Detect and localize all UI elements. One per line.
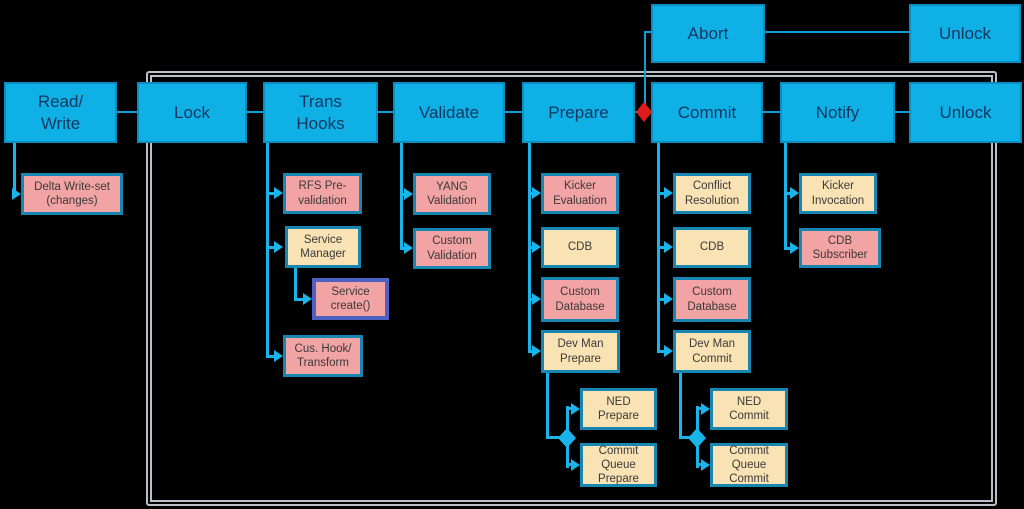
phase-box-unlock-main: Unlock [909,82,1022,143]
phase-box-notify: Notify [780,82,895,143]
arrow-right-icon-customdb-prepare [532,293,541,305]
sub-box-conflict-resolution: Conflict Resolution [673,173,751,214]
stub-transhooks-3 [266,355,276,358]
phase-box-trans-hooks: Trans Hooks [263,82,378,143]
stub-devman-commit [679,436,695,439]
arrow-right-icon-rfs [274,187,283,199]
stub-devman-prepare [546,436,562,439]
phase-box-unlock-top: Unlock [909,4,1021,63]
dropline-servicemanager [294,268,297,301]
sub-box-delta-write-set: Delta Write-set (changes) [21,173,123,215]
stub-prepare-2 [528,246,534,249]
arrow-right-icon-servicecreate [303,293,312,305]
stub-commit-4 [657,350,666,353]
arrow-right-icon-ned-prepare [571,403,580,415]
connector-validate-prepare [505,111,522,113]
sub-box-ned-prepare: NED Prepare [580,388,657,430]
arrow-right-icon-customvalidation [404,242,413,254]
sub-box-custom-database-commit: Custom Database [673,277,751,322]
dropline-devman-commit [679,373,682,439]
arrow-right-icon-servicemanager [274,241,283,253]
stub-notify-1 [784,192,792,195]
arrow-right-icon-cq-commit [701,459,710,471]
sub-box-commit-queue-prepare: Commit Queue Prepare [580,443,657,487]
arrow-right-icon-cq-prepare [571,459,580,471]
dropline-devman-prepare [546,373,549,439]
stub-servicecreate [294,298,305,301]
connector-diamond-to-abort [644,31,646,105]
stub-commit-1 [657,192,666,195]
stub-prepare-1 [528,192,534,195]
sub-box-cdb-commit: CDB [673,227,751,268]
arrow-right-icon-kickereval [532,187,541,199]
phase-box-read-write: Read/ Write [4,82,117,143]
stub-commit-3 [657,298,666,301]
sub-box-cus-hook-transform: Cus. Hook/ Transform [283,335,363,377]
sub-box-service-manager: Service Manager [285,226,361,268]
connector-abort-stub [644,31,651,33]
dropline-transhooks [266,143,269,357]
arrow-right-icon-conflict [664,187,673,199]
stub-branch-commit-dn [696,463,704,466]
phase-box-commit: Commit [651,82,763,143]
dropline-validate [400,143,403,250]
dropline-readwrite [13,143,16,194]
phase-box-abort: Abort [651,4,765,63]
connector-commit-notify [763,111,780,113]
sub-box-custom-database-prepare: Custom Database [541,277,619,322]
sub-box-kicker-evaluation: Kicker Evaluation [541,173,619,214]
sub-box-cdb-prepare: CDB [541,227,619,268]
sub-box-rfs-pre-validation: RFS Pre- validation [283,173,362,214]
stub-transhooks-1 [266,192,276,195]
commit-queue-diamond-icon [688,428,706,448]
sub-box-ned-commit: NED Commit [710,388,788,430]
transaction-boundary-frame [146,71,997,506]
stub-transhooks-2 [266,246,276,249]
arrow-right-icon-cdbsubscriber [790,242,799,254]
sub-box-dev-man-commit: Dev Man Commit [673,330,751,373]
connector-lock-transhooks [247,111,263,113]
stub-branch-prepare-dn [566,463,574,466]
arrow-right-icon-cdb-commit [664,241,673,253]
arrow-right-icon-devman-commit [664,345,673,357]
arrow-right-icon-ned-commit [701,403,710,415]
sub-box-commit-queue-commit: Commit Queue Commit [710,443,788,487]
connector-transhooks-validate [378,111,393,113]
sub-box-service-create: Service create() [312,278,389,320]
sub-box-yang-validation: YANG Validation [413,173,491,215]
phase-box-lock: Lock [137,82,247,143]
stub-branch-commit-up [696,407,704,410]
connector-readwrite-lock [117,111,137,113]
arrow-right-icon-customdb-commit [664,293,673,305]
stub-validate-1 [400,193,406,196]
stub-validate-2 [400,247,406,250]
arrow-right-icon-kickerinv [790,187,799,199]
sub-box-dev-man-prepare: Dev Man Prepare [541,330,620,373]
phase-box-validate: Validate [393,82,505,143]
dropline-notify [784,143,787,250]
stub-prepare-3 [528,298,534,301]
stub-commit-2 [657,246,666,249]
stub-prepare-4 [528,350,534,353]
sub-box-custom-validation: Custom Validation [413,228,491,269]
sub-box-kicker-invocation: Kicker Invocation [799,173,877,214]
stub-branch-prepare-up [566,407,574,410]
arrow-right-icon-cdb-prepare [532,241,541,253]
arrow-right-icon-devman-prepare [532,345,541,357]
prepare-queue-diamond-icon [558,428,576,448]
stub-notify-2 [784,247,792,250]
arrow-right-icon-delta [12,188,21,200]
connector-notify-unlock [895,111,909,113]
arrow-right-icon-yang [404,188,413,200]
connector-abort-to-unlock [765,31,909,33]
phase-box-prepare: Prepare [522,82,635,143]
abort-decision-diamond-icon [636,102,652,122]
sub-box-cdb-subscriber: CDB Subscriber [799,228,881,268]
arrow-right-icon-cushook [274,350,283,362]
